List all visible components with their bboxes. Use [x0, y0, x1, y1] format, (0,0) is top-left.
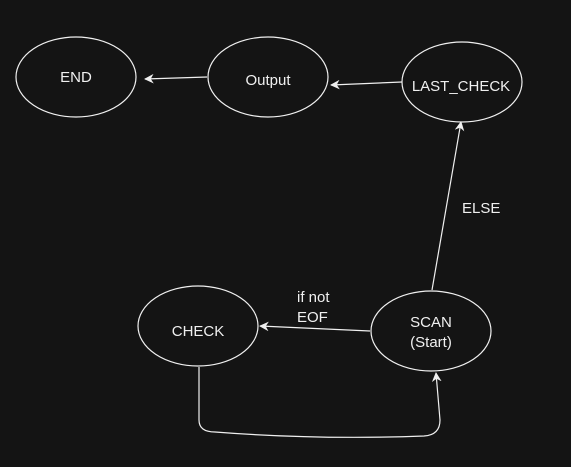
edge-label-else: ELSE: [462, 200, 500, 217]
edge-scan-to-last-check: [431, 121, 465, 291]
node-last-check[interactable]: LAST_CHECK: [401, 41, 523, 123]
node-last-check-label: LAST_CHECK: [412, 78, 510, 95]
node-end[interactable]: END: [15, 36, 137, 118]
node-check[interactable]: CHECK: [137, 285, 259, 367]
edge-last-check-to-output: [330, 79, 403, 90]
edge-label-if-not: if not: [297, 289, 330, 306]
node-output-label: Output: [245, 72, 291, 89]
node-scan-sublabel: (Start): [410, 334, 452, 351]
node-end-label: END: [60, 69, 92, 86]
edge-check-to-scan: [198, 367, 442, 438]
node-scan[interactable]: SCAN (Start): [370, 290, 492, 372]
edge-scan-to-check: [259, 321, 371, 332]
edge-label-eof: EOF: [297, 309, 328, 326]
edge-output-to-end: [144, 73, 208, 84]
node-check-label: CHECK: [172, 323, 225, 340]
node-output[interactable]: Output: [207, 36, 329, 118]
node-scan-label: SCAN: [410, 314, 452, 331]
